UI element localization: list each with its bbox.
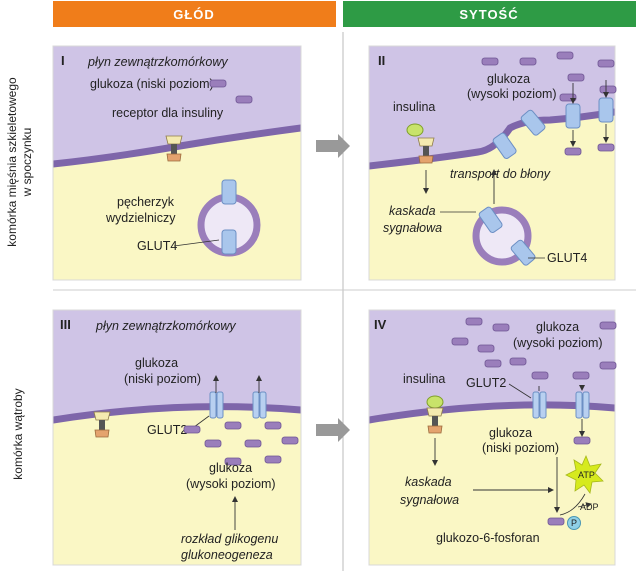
panel-2-cascade-1: kaskada bbox=[389, 204, 436, 218]
panel-4-adp: ADP bbox=[580, 502, 599, 512]
panel-4-cascade-1: kaskada bbox=[405, 475, 452, 489]
panel-3: III płyn zewnątrzkomórkowy glukoza (nisk… bbox=[52, 309, 302, 566]
glucose-molecule bbox=[183, 425, 201, 434]
panel-1-extracellular: płyn zewnątrzkomórkowy bbox=[87, 55, 228, 69]
panel-2-glucose-1: glukoza bbox=[487, 72, 530, 86]
panel-1-vesicle-2: wydzielniczy bbox=[105, 211, 176, 225]
glucose-molecule bbox=[556, 51, 574, 60]
glucose-molecule bbox=[492, 323, 510, 332]
panel-3-glucose-in-1: glukoza bbox=[209, 461, 252, 475]
panel-3-glucose-in-2: (wysoki poziom) bbox=[186, 477, 276, 491]
glucose-molecule bbox=[204, 439, 222, 448]
glucose-molecule bbox=[235, 95, 253, 104]
panel-3-glut2: GLUT2 bbox=[147, 423, 187, 437]
panel-3-glucose-out-2: (niski poziom) bbox=[124, 372, 201, 386]
panel-4-atp: ATP bbox=[578, 470, 595, 480]
panel-3-roman: III bbox=[60, 317, 71, 332]
glut2-transporter bbox=[532, 391, 547, 419]
glucose-molecule bbox=[573, 436, 591, 445]
glut4-transporter bbox=[598, 97, 614, 123]
glucose-molecule bbox=[531, 371, 549, 380]
glut2-transporter bbox=[209, 391, 224, 419]
glucose-molecule bbox=[567, 73, 585, 82]
row-label-top-2: w spoczynku bbox=[20, 128, 34, 198]
panel-4-product: glukozo-6-fosforan bbox=[436, 531, 540, 545]
atp-icon bbox=[565, 454, 604, 494]
phosphate-icon bbox=[567, 516, 581, 530]
panel-3-process-1: rozkład glikogenu bbox=[181, 532, 278, 546]
panel-2-glut4: GLUT4 bbox=[547, 251, 587, 265]
glucose-molecule bbox=[572, 371, 590, 380]
glut2-transporter bbox=[575, 391, 590, 419]
panel-4-glut2: GLUT2 bbox=[466, 376, 506, 390]
glucose-molecule bbox=[451, 337, 469, 346]
panel-1-glucose: glukoza (niski poziom) bbox=[90, 77, 214, 91]
glucose-molecule bbox=[484, 359, 502, 368]
panel-4: IV glukoza (wysoki poziom) insulina GLUT… bbox=[368, 309, 617, 566]
panel-2-glucose-2: (wysoki poziom) bbox=[467, 87, 557, 101]
insulin-icon bbox=[406, 123, 424, 137]
header-left: GŁÓD bbox=[173, 7, 215, 22]
insulin-icon bbox=[426, 395, 444, 409]
row-label-top-1: komórka mięśnia szkieletowego bbox=[5, 77, 19, 247]
panel-2-insulin: insulina bbox=[393, 100, 435, 114]
glucose-molecule bbox=[559, 93, 577, 102]
panel-1-roman: I bbox=[61, 53, 65, 68]
panel-1-glut4: GLUT4 bbox=[137, 239, 177, 253]
panel-2-roman: II bbox=[378, 53, 385, 68]
panel-1-vesicle-1: pęcherzyk bbox=[117, 195, 175, 209]
panel-1-receptor: receptor dla insuliny bbox=[112, 106, 224, 120]
panel-2-transport: transport do błony bbox=[450, 167, 551, 181]
glucose-molecule bbox=[599, 361, 617, 370]
glucose-molecule bbox=[264, 421, 282, 430]
panel-4-glucose-out-2: (wysoki poziom) bbox=[513, 336, 603, 350]
panel-4-glucose-out-1: glukoza bbox=[536, 320, 579, 334]
panel-2-cascade-2: sygnałowa bbox=[383, 221, 442, 235]
glucose-molecule bbox=[547, 517, 565, 526]
glucose-molecule bbox=[264, 455, 282, 464]
panel-4-insulin: insulina bbox=[403, 372, 445, 386]
glucose-molecule bbox=[599, 321, 617, 330]
transition-arrow-bottom bbox=[316, 418, 350, 442]
panel-4-glucose-in-1: glukoza bbox=[489, 426, 532, 440]
header-bar-left bbox=[53, 1, 336, 27]
glut4-transporter bbox=[221, 179, 237, 205]
header-bar-right bbox=[343, 1, 636, 27]
glucose-molecule bbox=[564, 147, 582, 156]
glucose-molecule bbox=[599, 85, 617, 94]
panel-2: II glukoza (wysoki poziom) insulina tran… bbox=[368, 45, 617, 281]
panel-4-glucose-in-2: (niski poziom) bbox=[482, 441, 559, 455]
glucose-molecule bbox=[281, 436, 299, 445]
glucose-molecule bbox=[209, 79, 227, 88]
glucose-molecule bbox=[224, 421, 242, 430]
glucose-molecule bbox=[477, 344, 495, 353]
glucose-molecule bbox=[244, 439, 262, 448]
header-right: SYTOŚĆ bbox=[459, 7, 518, 22]
glucose-molecule bbox=[481, 57, 499, 66]
glucose-molecule bbox=[597, 59, 615, 68]
panel-4-roman: IV bbox=[374, 317, 387, 332]
glut2-transporter bbox=[252, 391, 267, 419]
glucose-molecule bbox=[519, 57, 537, 66]
glucose-molecule bbox=[465, 317, 483, 326]
panel-3-process-2: glukoneogeneza bbox=[181, 548, 273, 562]
glut4-transporter bbox=[221, 229, 237, 255]
panel-3-glucose-out-1: glukoza bbox=[135, 356, 178, 370]
transition-arrow-top bbox=[316, 134, 350, 158]
glut4-transporter bbox=[565, 103, 581, 129]
panel-4-phosphate: P bbox=[571, 518, 577, 528]
panel-1: I płyn zewnątrzkomórkowy glukoza (niski … bbox=[52, 45, 302, 281]
glucose-molecule bbox=[597, 143, 615, 152]
panel-3-extracellular: płyn zewnątrzkomórkowy bbox=[95, 319, 236, 333]
panel-4-cascade-2: sygnałowa bbox=[400, 493, 459, 507]
row-label-bottom: komórka wątroby bbox=[11, 388, 25, 479]
glucose-molecule bbox=[509, 357, 527, 366]
